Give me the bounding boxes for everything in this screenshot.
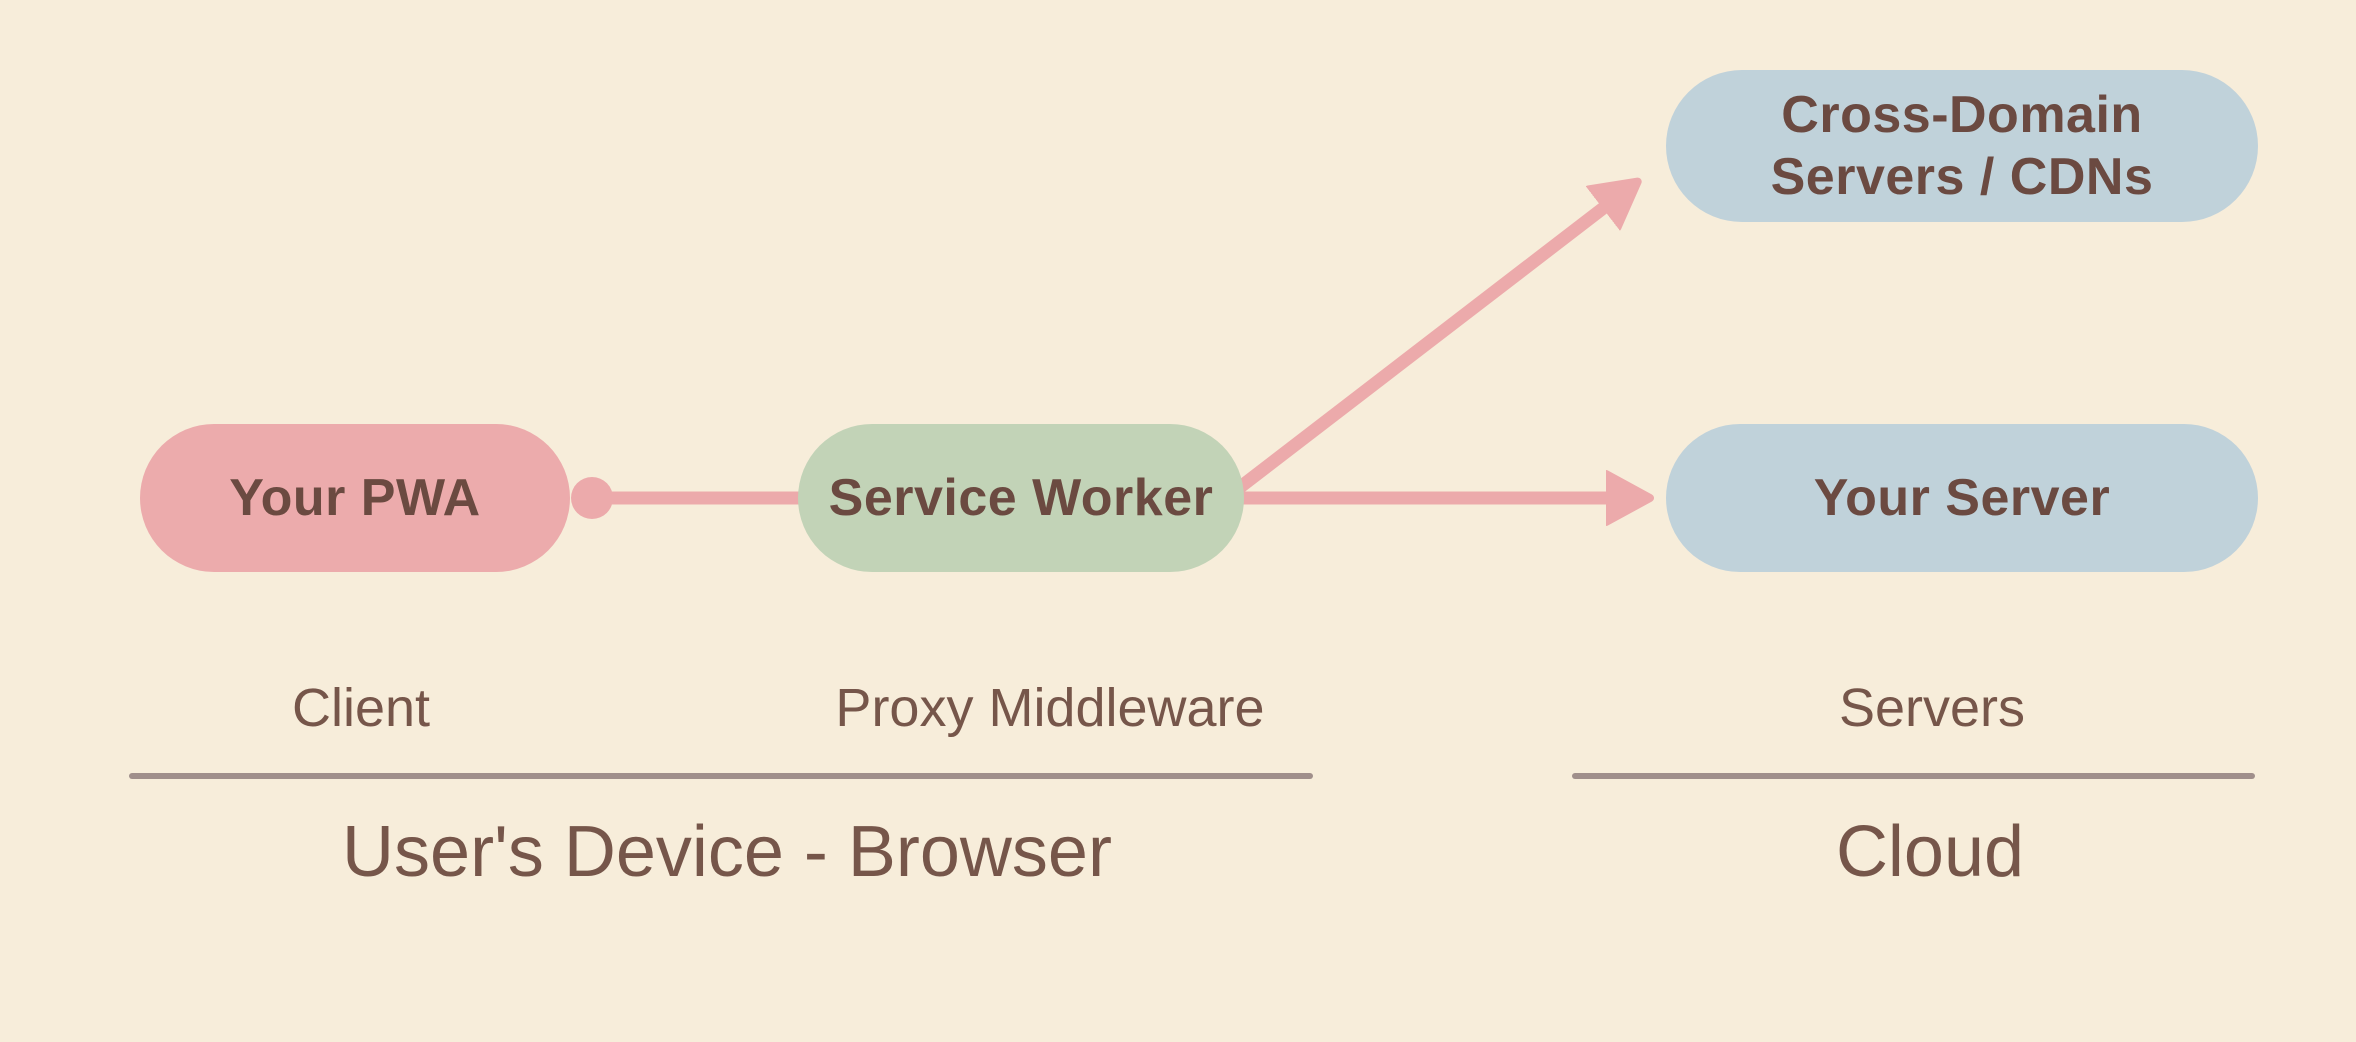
- node-your-pwa: Your PWA: [140, 424, 570, 572]
- node-your-server-label: Your Server: [1813, 469, 2111, 527]
- label-cloud: Cloud: [1835, 812, 2025, 892]
- label-users-device-browser: User's Device - Browser: [342, 812, 1112, 892]
- label-proxy-middleware: Proxy Middleware: [835, 678, 1265, 738]
- node-cross-domain-servers: Cross-Domain Servers / CDNs: [1666, 70, 2258, 222]
- label-client: Client: [291, 678, 431, 738]
- divider-cloud: [1572, 773, 2255, 779]
- label-servers: Servers: [1838, 678, 2026, 738]
- node-service-worker-label: Service Worker: [828, 469, 1214, 527]
- connector-dot: [571, 477, 613, 519]
- node-service-worker: Service Worker: [798, 424, 1244, 572]
- node-cross-domain-label-line1: Cross-Domain: [1781, 86, 2143, 144]
- divider-users-device: [129, 773, 1313, 779]
- node-your-server: Your Server: [1666, 424, 2258, 572]
- node-your-pwa-label: Your PWA: [229, 469, 481, 527]
- node-cross-domain-label-line2: Servers / CDNs: [1770, 148, 2154, 206]
- arrow-service-worker-to-cdn: [1196, 206, 1606, 524]
